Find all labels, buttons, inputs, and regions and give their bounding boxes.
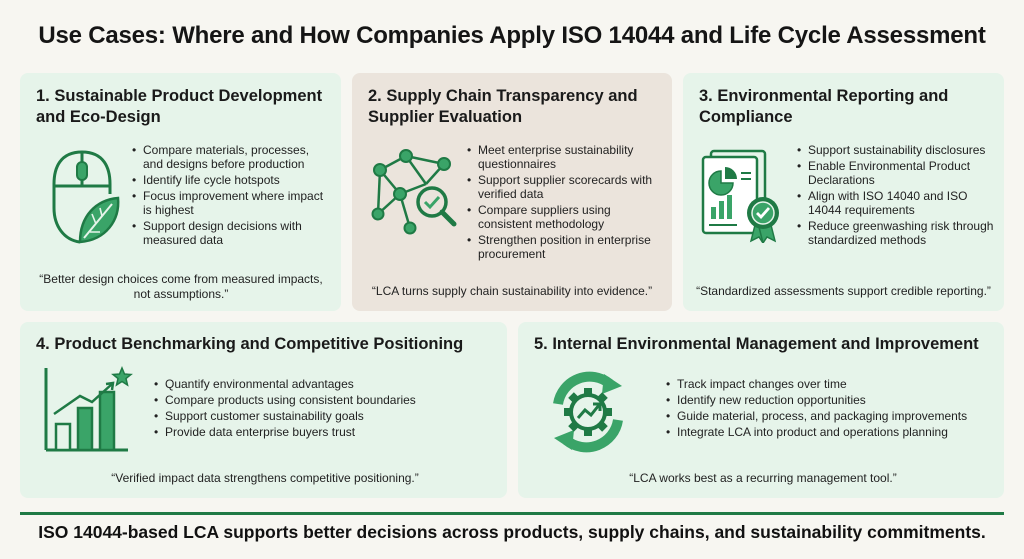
bullet-list: Support sustainability disclosures Enabl… [797, 143, 997, 249]
list-item: Support customer sustainability goals [154, 409, 474, 423]
list-item: Support sustainability disclosures [797, 143, 997, 157]
cycle-gear-icon [553, 371, 623, 453]
list-item: Provide data enterprise buyers trust [154, 425, 474, 439]
list-item: Identify new reduction opportunities [666, 393, 996, 407]
mouse-leaf-icon [52, 150, 120, 244]
card-benchmarking: 4. Product Benchmarking and Competitive … [20, 322, 507, 498]
card-internal-management: 5. Internal Environmental Management and… [518, 322, 1004, 498]
list-item: Align with ISO 14040 and ISO 14044 requi… [797, 189, 997, 217]
list-item: Strengthen position in enterprise procur… [467, 233, 667, 261]
list-item: Compare products using consistent bounda… [154, 393, 474, 407]
card-supply-chain: 2. Supply Chain Transparency and Supplie… [352, 73, 672, 311]
footer-statement: ISO 14044-based LCA supports better deci… [38, 522, 986, 542]
list-item: Identify life cycle hotspots [132, 173, 332, 187]
card-quote: “Better design choices come from measure… [39, 272, 323, 301]
card-quote: “Verified impact data strengthens compet… [111, 471, 419, 485]
bullet-list: Quantify environmental advantages Compar… [154, 377, 474, 441]
bullet-list: Track impact changes over time Identify … [666, 377, 996, 441]
card-reporting: 3. Environmental Reporting and Complianc… [683, 73, 1004, 311]
card-title: 3. Environmental Reporting and Complianc… [699, 87, 949, 126]
card-title: 2. Supply Chain Transparency and Supplie… [368, 87, 638, 126]
bullet-list: Compare materials, processes, and design… [132, 143, 332, 249]
list-item: Enable Environmental Product Declaration… [797, 159, 997, 187]
list-item: Quantify environmental advantages [154, 377, 474, 391]
list-item: Reduce greenwashing risk through standar… [797, 219, 997, 247]
card-eco-design: 1. Sustainable Product Development and E… [20, 73, 341, 311]
network-magnifier-icon [371, 149, 457, 235]
list-item: Integrate LCA into product and operation… [666, 425, 996, 439]
bullet-list: Meet enterprise sustainability questionn… [467, 143, 667, 263]
page-title: Use Cases: Where and How Companies Apply… [38, 22, 986, 49]
list-item: Compare suppliers using consistent metho… [467, 203, 667, 231]
list-item: Track impact changes over time [666, 377, 996, 391]
card-title: 1. Sustainable Product Development and E… [36, 87, 323, 126]
footer-divider [20, 512, 1004, 515]
card-quote: “LCA works best as a recurring managemen… [629, 471, 897, 485]
list-item: Compare materials, processes, and design… [132, 143, 332, 171]
list-item: Focus improvement where impact is highes… [132, 189, 332, 217]
card-title: 4. Product Benchmarking and Competitive … [36, 335, 464, 353]
list-item: Meet enterprise sustainability questionn… [467, 143, 667, 171]
card-quote: “Standardized assessments support credib… [696, 284, 991, 298]
list-item: Support design decisions with measured d… [132, 219, 332, 247]
card-quote: “LCA turns supply chain sustainability i… [371, 284, 653, 298]
list-item: Support supplier scorecards with verifie… [467, 173, 667, 201]
list-item: Guide material, process, and packaging i… [666, 409, 996, 423]
bar-chart-star-icon [44, 366, 133, 452]
card-title: 5. Internal Environmental Management and… [534, 335, 979, 353]
report-badge-icon [701, 149, 779, 243]
